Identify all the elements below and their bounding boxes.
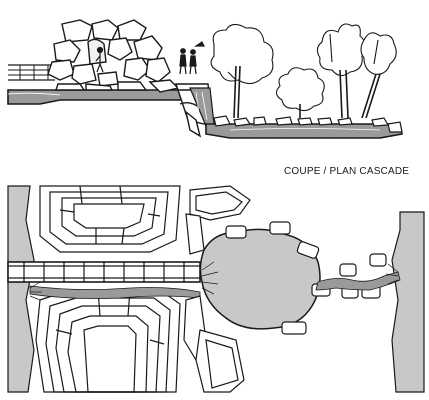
section-stream-stones [213, 115, 403, 133]
section-tree-left [210, 23, 274, 119]
section-tree-right [316, 23, 397, 119]
plan-rock-terraces-top [39, 185, 181, 253]
section-rock-grotto [47, 19, 180, 93]
plan-stream-right [315, 271, 401, 291]
drawing-caption: COUPE / PLAN CASCADE [284, 166, 410, 177]
plan-stream-left [29, 285, 201, 299]
section-tree-middle [275, 67, 325, 118]
plan-pond [199, 228, 321, 330]
section-lower-stream [205, 123, 403, 139]
plan-boardwalk [7, 261, 201, 283]
plan-view [7, 185, 425, 393]
section-view [7, 19, 403, 139]
plan-right-ground [391, 211, 425, 393]
section-person-grotto [95, 46, 104, 73]
plan-rock-terraces-bottom [35, 289, 181, 393]
section-people-bridge [179, 41, 205, 75]
plan-left-ground [7, 185, 35, 393]
plan-splash-lines [29, 261, 399, 301]
